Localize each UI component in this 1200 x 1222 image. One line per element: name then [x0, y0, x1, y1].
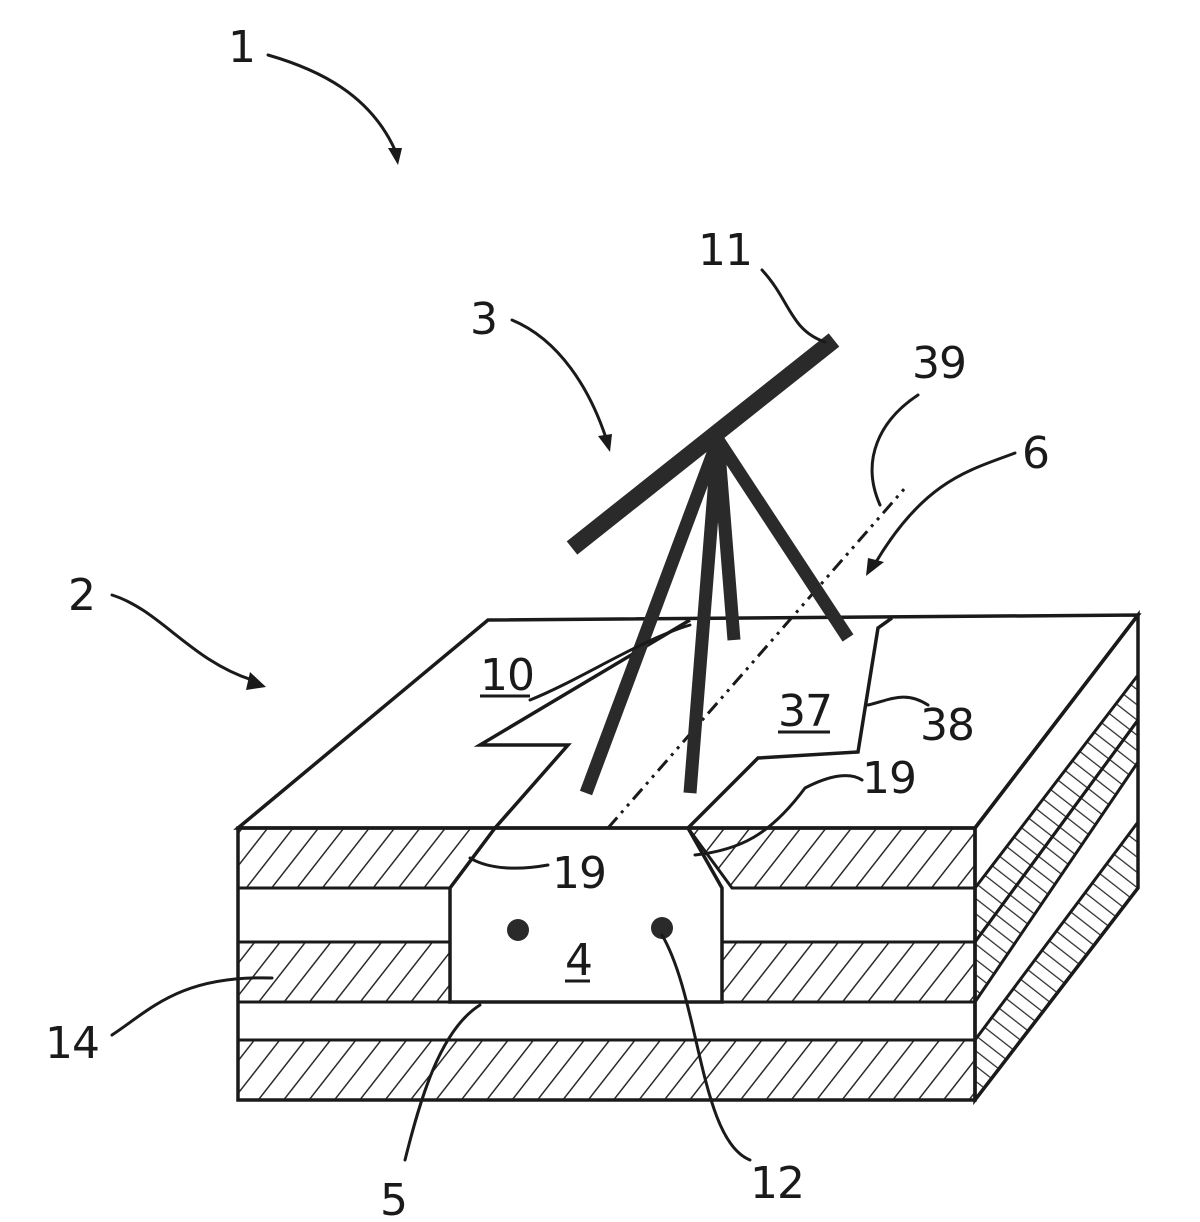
top-face: [233, 613, 1142, 830]
tool: [566, 333, 854, 796]
cavity-outline: [448, 826, 724, 1004]
arrowhead-1: [388, 148, 402, 165]
arrowhead-6: [866, 558, 884, 576]
trench-outline-left: [473, 618, 691, 830]
label-37: 37: [778, 686, 832, 737]
label-6: 6: [1022, 428, 1049, 479]
label-3: 3: [470, 294, 497, 345]
leader-12: [660, 933, 752, 1162]
rod-3: [711, 439, 741, 641]
label-39: 39: [912, 338, 966, 389]
leader-10: [528, 623, 692, 702]
rod-4: [712, 436, 854, 642]
arrowhead-2: [246, 672, 266, 690]
label-12: 12: [750, 1158, 804, 1209]
label-38: 38: [920, 700, 974, 751]
front-layer-top-right: [685, 826, 977, 890]
rod-1: [579, 437, 725, 796]
leader-1: [266, 53, 397, 152]
cross-bar: [566, 333, 840, 555]
leaders: [110, 53, 1017, 1162]
reference-numerals: 1 11 3 39 6 2 10 37 38 19 19 4 14 12 5: [45, 22, 1050, 1222]
label-11: 11: [698, 225, 752, 276]
label-14: 14: [45, 1018, 99, 1069]
leader-39: [870, 393, 920, 507]
leader-14: [110, 976, 274, 1037]
contact-dot-left: [507, 919, 529, 941]
leader-2: [110, 593, 254, 682]
contact-dot-right: [651, 917, 673, 939]
leader-38: [866, 695, 930, 707]
rod-2: [683, 439, 725, 794]
arrowhead-3: [598, 434, 612, 452]
label-1: 1: [228, 22, 255, 73]
front-layer-bottom: [236, 1038, 977, 1102]
leader-19-right: [693, 774, 864, 857]
label-19-right: 19: [862, 753, 916, 804]
leader-19-left: [468, 856, 550, 870]
label-10: 10: [480, 650, 534, 701]
leader-5: [403, 1003, 482, 1162]
label-4: 4: [565, 935, 592, 986]
front-layer-mid-left: [236, 940, 452, 1004]
leader-3: [510, 318, 608, 440]
front-layer-mid-right: [720, 940, 977, 1004]
leader-11: [760, 268, 827, 344]
leader-6: [874, 451, 1017, 564]
axis-line: [606, 487, 907, 829]
substrate-block: [233, 609, 1142, 1106]
label-5: 5: [380, 1175, 407, 1222]
label-19-left: 19: [552, 848, 606, 899]
trench-outline-right: [686, 616, 894, 830]
label-2: 2: [68, 570, 95, 621]
